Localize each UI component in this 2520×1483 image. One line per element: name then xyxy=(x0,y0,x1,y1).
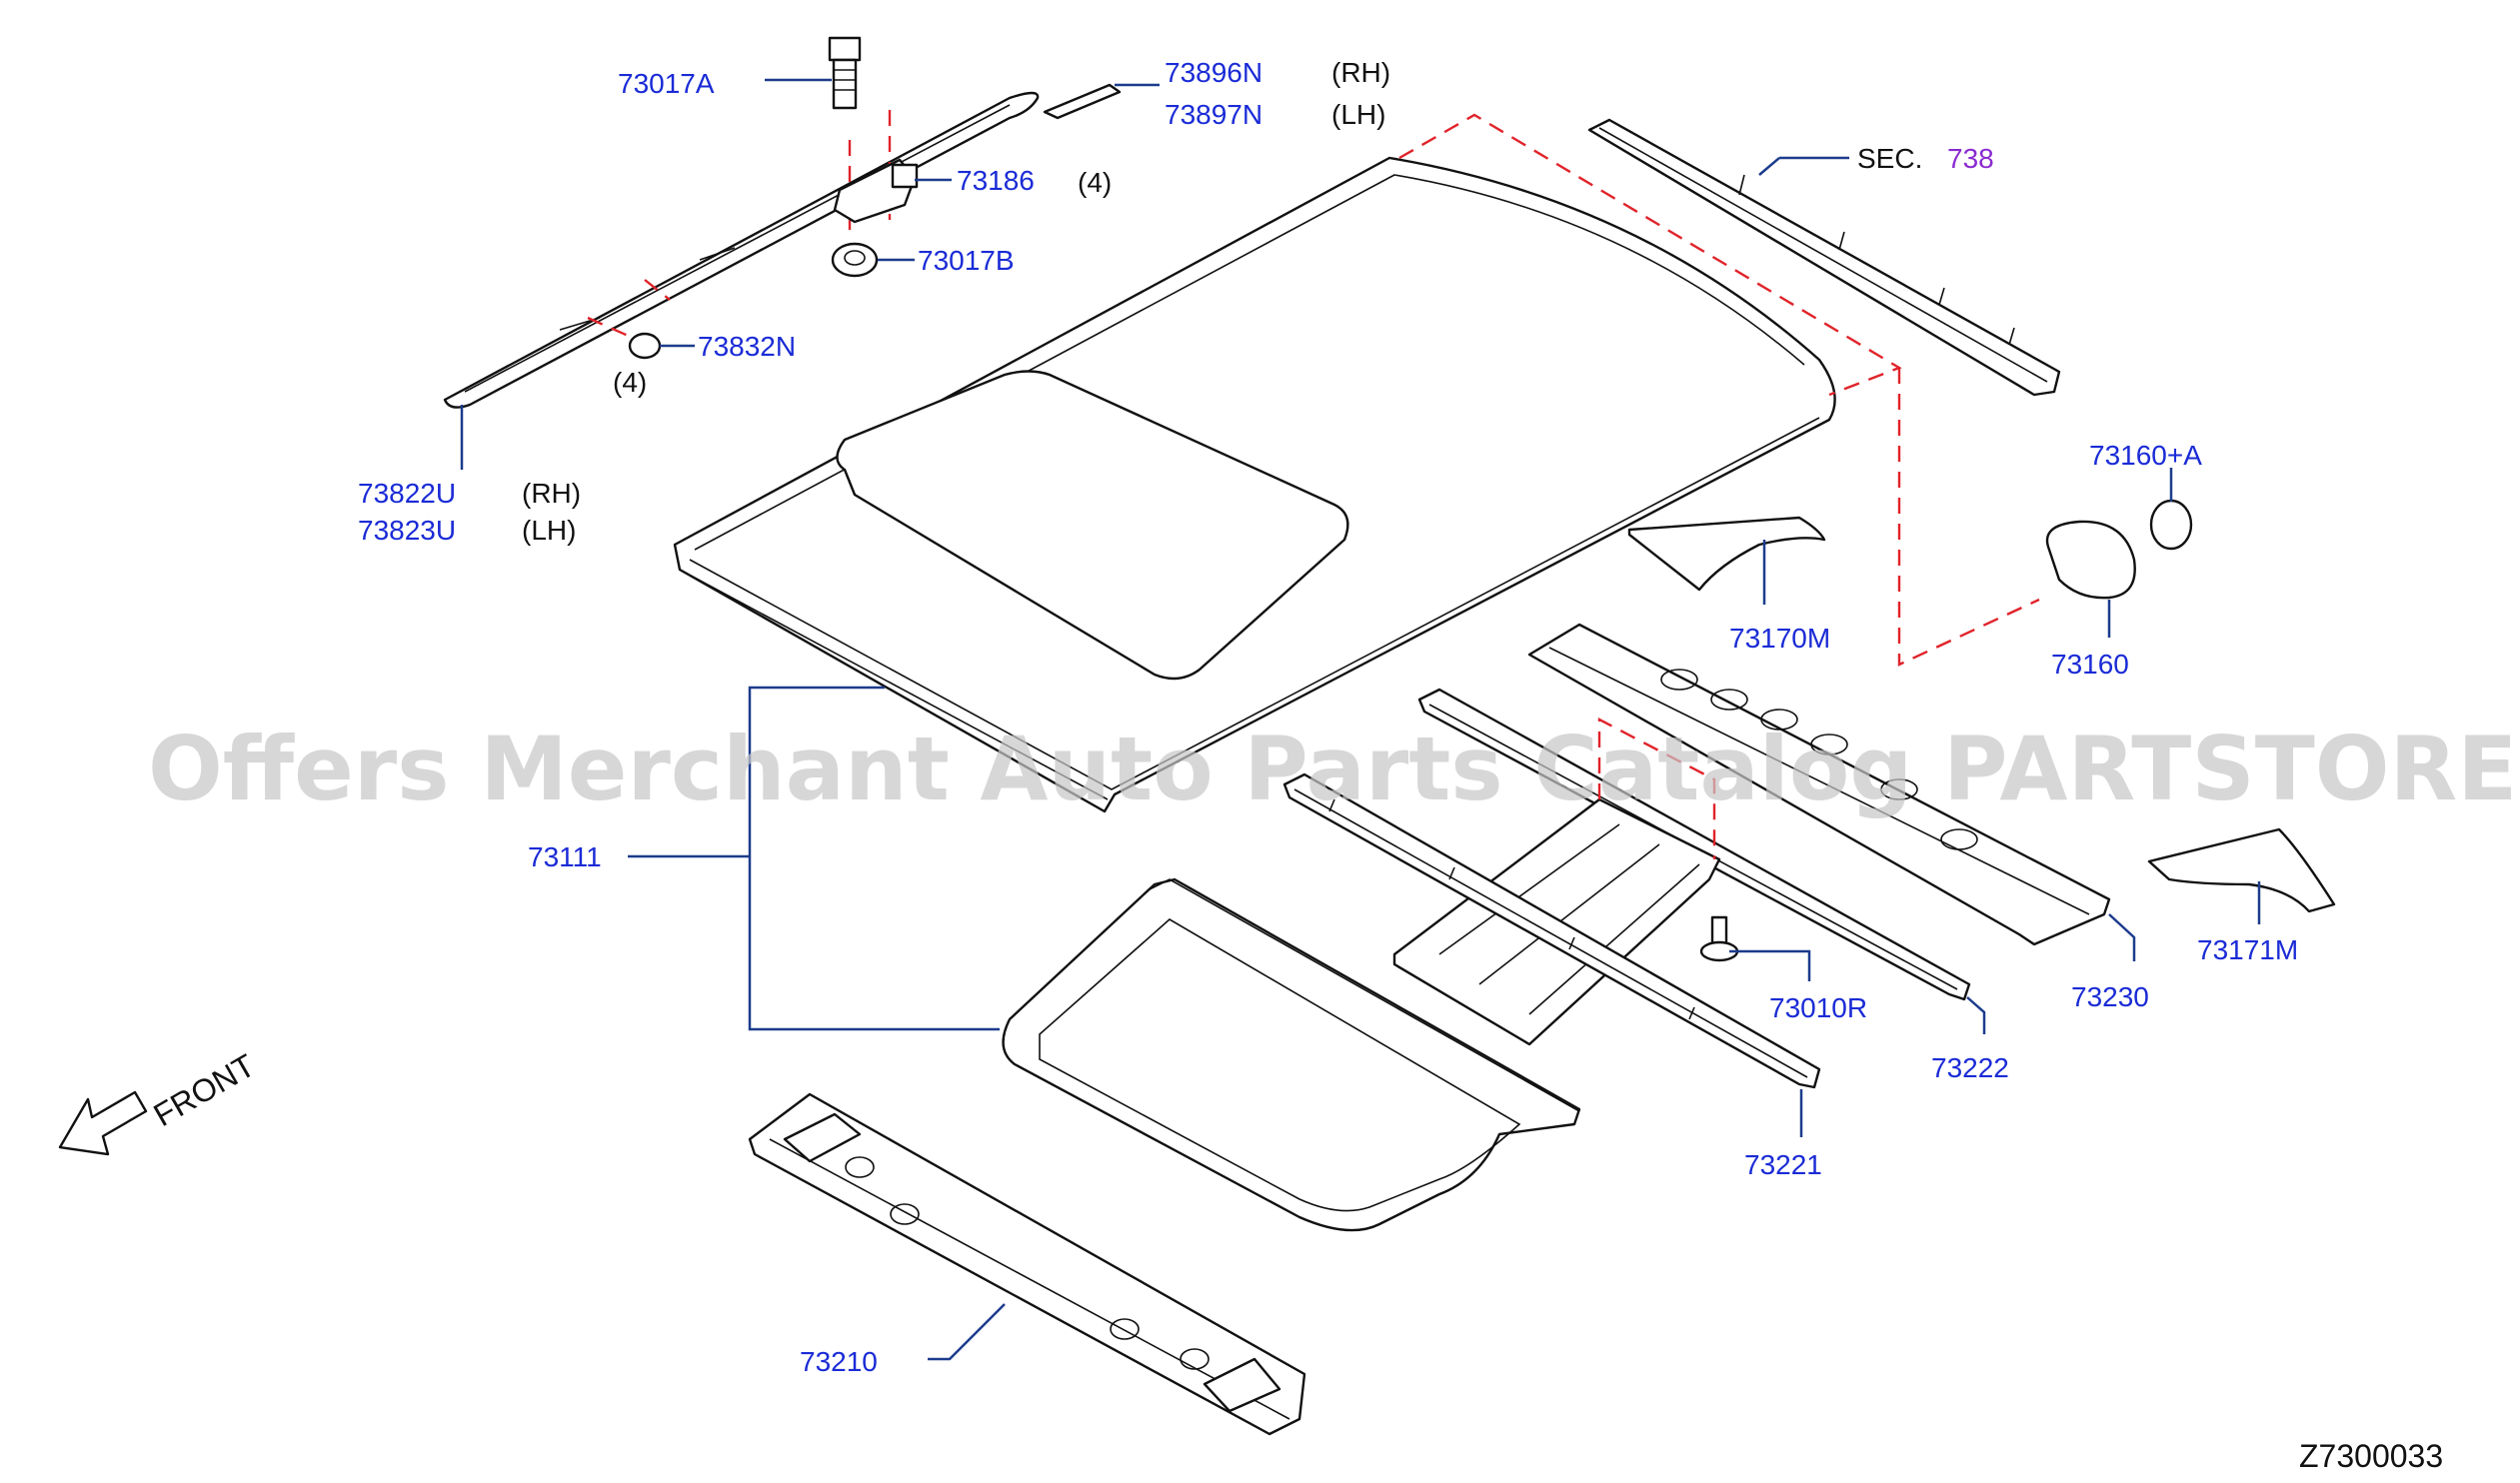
label-73171M[interactable]: 73171M xyxy=(2197,934,2298,965)
molding-73896N[interactable] xyxy=(1043,83,1122,120)
label-73897N[interactable]: 73897N xyxy=(1165,99,1262,130)
label-qty-73186: (4) xyxy=(1078,167,1112,198)
label-73160A[interactable]: 73160+A xyxy=(2089,440,2202,471)
label-qty-73832N: (4) xyxy=(613,367,647,398)
roof-guide-dashed xyxy=(1398,113,2040,667)
label-lh-molding: (LH) xyxy=(1331,99,1385,130)
bolt-73017A[interactable] xyxy=(828,36,862,110)
label-rh-rail: (RH) xyxy=(522,478,581,509)
label-73017A[interactable]: 73017A xyxy=(618,68,715,99)
rail-clip-guide xyxy=(587,110,892,352)
side-rail-sec738[interactable] xyxy=(1587,118,2061,397)
label-rh-molding: (RH) xyxy=(1331,57,1390,88)
label-73186[interactable]: 73186 xyxy=(957,165,1035,196)
reinforcement-guide xyxy=(1597,718,1716,859)
roof-bow-73221[interactable] xyxy=(1282,772,1821,1089)
label-73832N[interactable]: 73832N xyxy=(698,331,796,362)
label-lh-rail: (LH) xyxy=(522,515,576,546)
label-73010R[interactable]: 73010R xyxy=(1769,992,1867,1023)
nut-73017B[interactable] xyxy=(831,242,879,278)
label-73017B[interactable]: 73017B xyxy=(918,245,1015,276)
label-73222[interactable]: 73222 xyxy=(1931,1052,2009,1083)
cap-73832N[interactable] xyxy=(628,332,662,360)
pad-73170M[interactable] xyxy=(1627,516,1826,592)
label-73822U[interactable]: 73822U xyxy=(358,478,456,509)
leader-lines xyxy=(460,78,2261,1361)
bolt-73010R[interactable] xyxy=(1699,915,1739,962)
clip-73186[interactable] xyxy=(833,158,919,224)
diagram-code: Z7300033 xyxy=(2299,1438,2443,1474)
pad-73160[interactable] xyxy=(2045,520,2136,600)
front-label: FRONT xyxy=(148,1047,261,1133)
sunroof-reinforcement-frame[interactable] xyxy=(1002,877,1581,1232)
front-arrow-icon xyxy=(58,1090,148,1156)
label-73160[interactable]: 73160 xyxy=(2051,649,2129,680)
pad-73171M[interactable] xyxy=(2147,827,2336,913)
label-73823U[interactable]: 73823U xyxy=(358,515,456,546)
label-sec-738[interactable]: 738 xyxy=(1947,143,1994,174)
label-73221[interactable]: 73221 xyxy=(1744,1149,1822,1180)
label-73170M[interactable]: 73170M xyxy=(1729,623,1830,654)
label-73210[interactable]: 73210 xyxy=(800,1346,878,1377)
pad-73160A[interactable] xyxy=(2149,499,2193,551)
label-73230[interactable]: 73230 xyxy=(2071,981,2149,1012)
roof-panel-73111[interactable] xyxy=(673,156,1836,813)
label-sec: SEC. xyxy=(1857,143,1922,174)
label-73896N[interactable]: 73896N xyxy=(1165,57,1262,88)
watermark: Offers Merchant Auto Parts Catalog PARTS… xyxy=(148,718,2520,820)
front-roof-rail-73210[interactable] xyxy=(748,1092,1306,1436)
rear-roof-rail-73230[interactable] xyxy=(1527,623,2111,946)
label-73111[interactable]: 73111 xyxy=(528,841,602,872)
